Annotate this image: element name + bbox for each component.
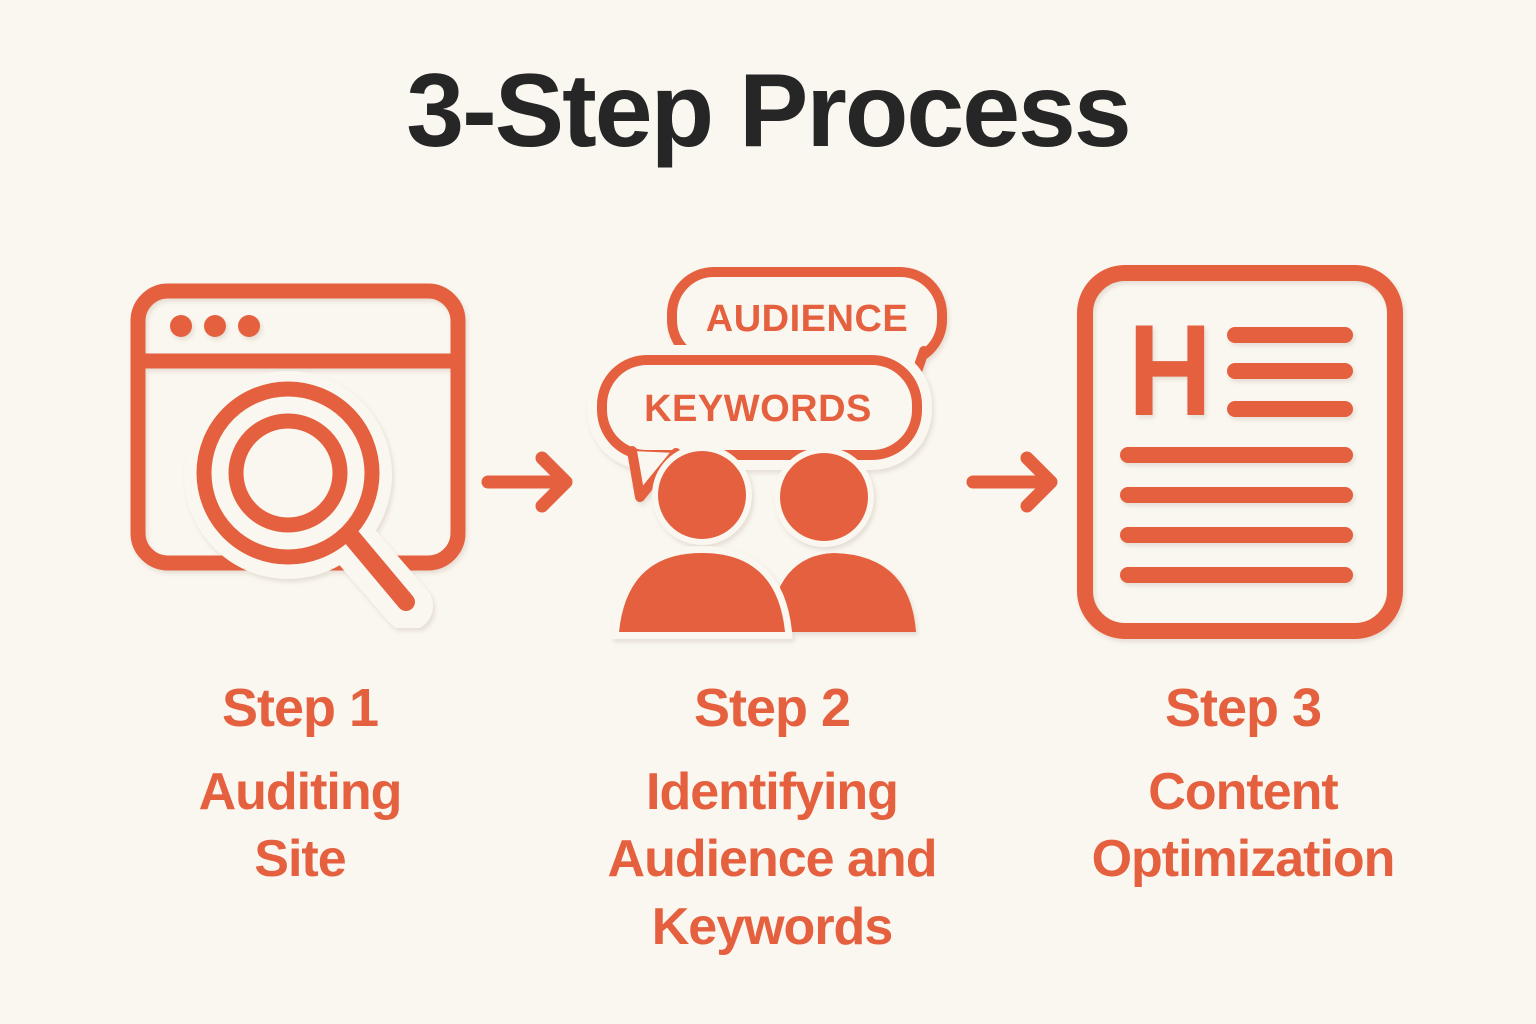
heading-letter: H bbox=[1128, 297, 1212, 443]
desc-line: Identifying bbox=[646, 762, 899, 821]
arrow-right-icon bbox=[481, 451, 573, 513]
person-right-body bbox=[768, 553, 916, 632]
desc-line: Keywords bbox=[651, 897, 894, 956]
people-speech-bubbles-icon: AUDIENCE KEYWORDS bbox=[587, 267, 947, 639]
keywords-bubble bbox=[597, 355, 922, 460]
browser-dot bbox=[204, 314, 226, 337]
person-left-head bbox=[658, 451, 746, 539]
step-description: Identifying Audience and Keywords bbox=[607, 759, 938, 962]
step-column-3: H Step 3 Content Optimization bbox=[1043, 255, 1443, 894]
step-label: Step 1 bbox=[221, 678, 379, 738]
step-label: Step 2 bbox=[693, 678, 851, 738]
desc-line: Content bbox=[1148, 762, 1338, 821]
document-heading-icon: H bbox=[1077, 264, 1403, 639]
audience-keywords-icon: AUDIENCE KEYWORDS bbox=[572, 255, 972, 650]
browser-dot bbox=[238, 314, 260, 337]
desc-line: Audience and bbox=[607, 830, 938, 889]
magnifier-outer-ring bbox=[196, 381, 380, 564]
person-left-body bbox=[619, 553, 785, 632]
step-description: Content Optimization bbox=[1091, 759, 1396, 894]
content-optimization-icon: H bbox=[1073, 255, 1413, 650]
keywords-bubble-label: KEYWORDS bbox=[644, 388, 872, 430]
step-description: Auditing Site bbox=[198, 759, 403, 894]
person-right-head bbox=[780, 453, 868, 541]
step-label: Step 3 bbox=[1164, 678, 1322, 738]
desc-line: Site bbox=[254, 830, 346, 889]
document-outline bbox=[1077, 264, 1403, 639]
site-audit-icon bbox=[115, 255, 485, 650]
step-column-2: AUDIENCE KEYWORDS Step 2 Identifying bbox=[572, 255, 972, 962]
magnifier-lens bbox=[228, 413, 348, 532]
browser-search-icon bbox=[130, 283, 466, 628]
desc-line: Auditing bbox=[198, 762, 403, 821]
arrow-right-icon bbox=[966, 451, 1058, 513]
page-title: 3-Step Process bbox=[406, 53, 1131, 169]
step-column-1: Step 1 Auditing Site bbox=[100, 255, 500, 894]
desc-line: Optimization bbox=[1091, 830, 1396, 889]
magnifier-handle bbox=[340, 524, 415, 611]
browser-dot bbox=[170, 314, 192, 337]
audience-bubble-label: AUDIENCE bbox=[706, 298, 908, 340]
